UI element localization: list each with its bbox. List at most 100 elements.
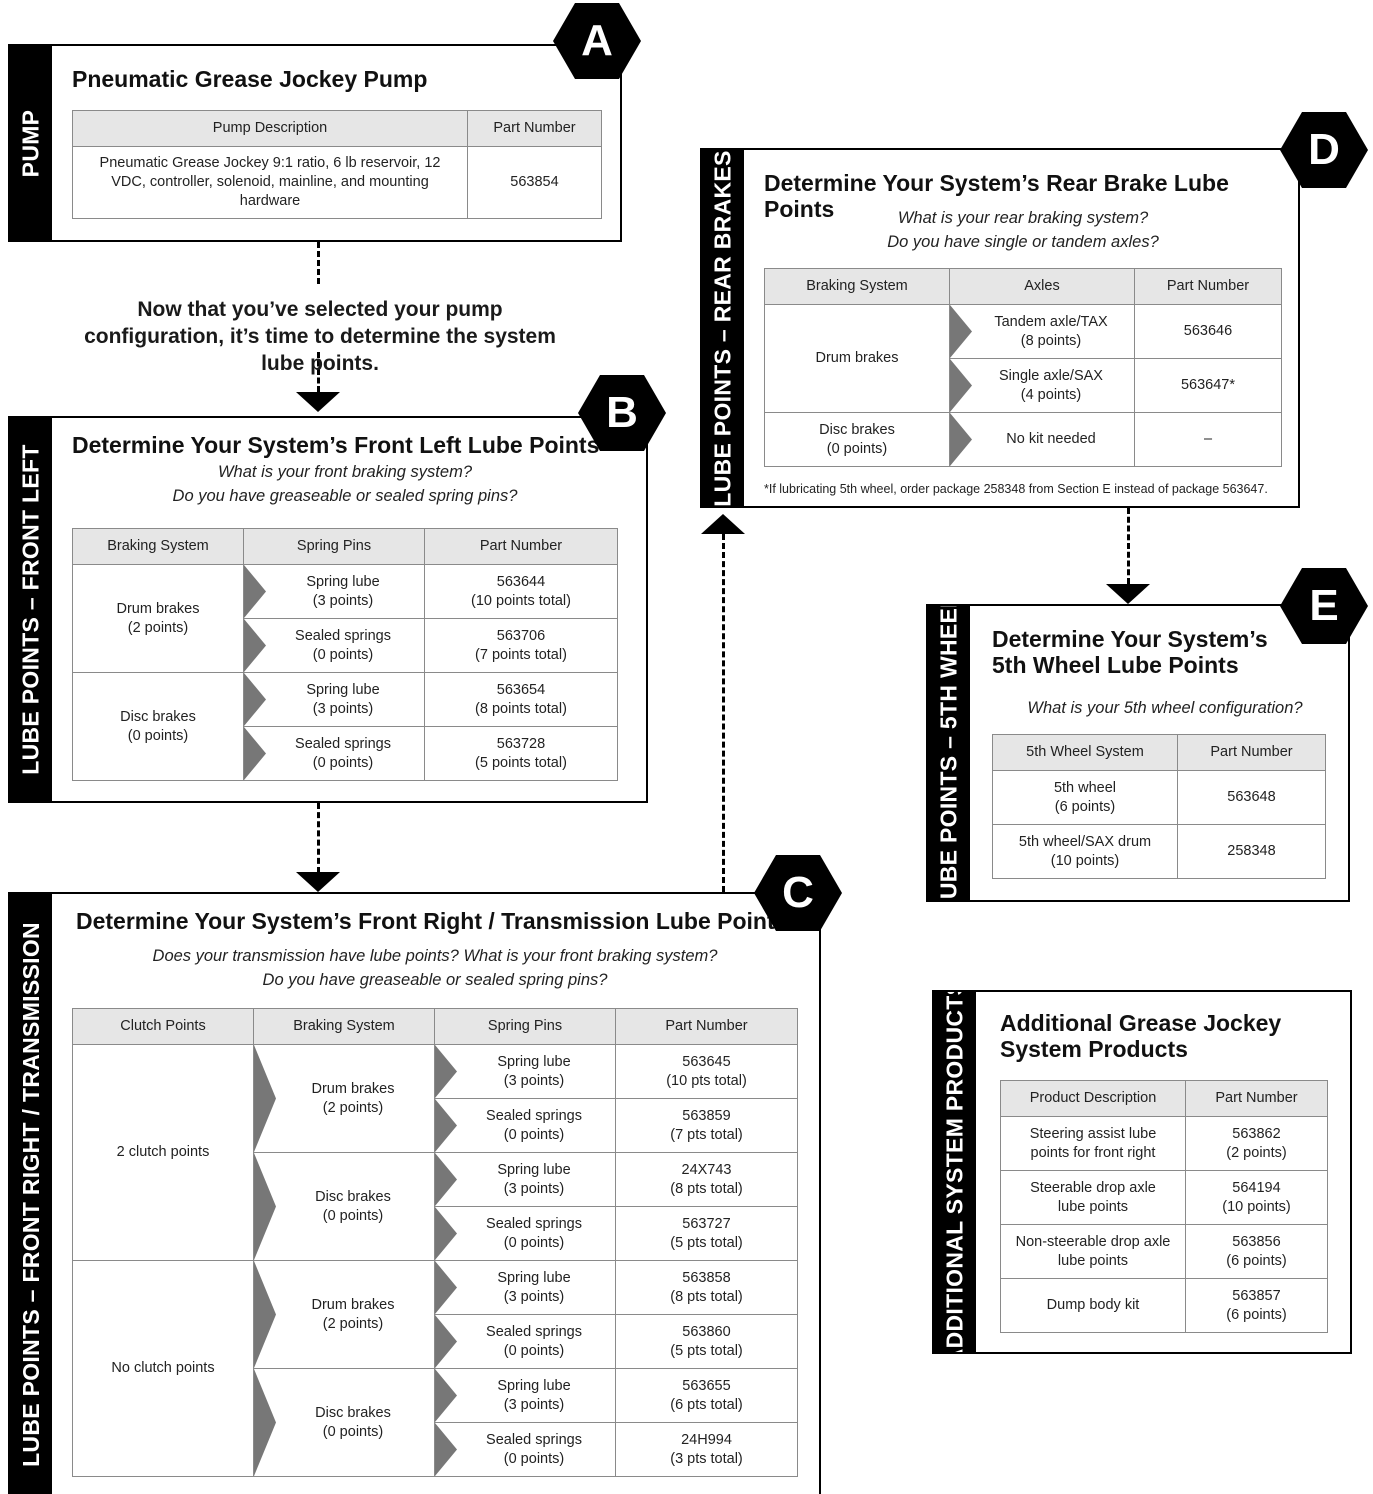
col-header: Product Description [1000, 1080, 1186, 1117]
panel-additional-products: ADDITIONAL SYSTEM PRODUCTS Additional Gr… [932, 990, 1352, 1354]
table-row: Disc brakes (0 points)Spring lube (3 poi… [72, 672, 618, 781]
col-header: Part Number [1134, 268, 1282, 305]
table-cell: 24H994 (3 pts total) [615, 1422, 798, 1477]
arrow-down-icon [296, 872, 340, 892]
side-label-front-right: LUBE POINTS – FRONT RIGHT / TRANSMISSION [10, 894, 52, 1494]
text-line: What is your rear braking system? [897, 209, 1149, 227]
table-row: Drum brakes (2 points)Spring lube (3 poi… [72, 564, 618, 673]
table-cell: Disc brakes (0 points) [253, 1368, 435, 1477]
text-line: LUBE POINTS – FRONT RIGHT / TRANSMISSION [17, 921, 44, 1467]
side-label-rear-brakes: LUBE POINTS – REAR BRAKES [702, 150, 744, 506]
col-header: Part Number [1185, 1080, 1328, 1117]
table-cell: Dump body kit [1000, 1278, 1186, 1333]
table-row: Disc brakes (0 points)No kit needed– [764, 412, 1282, 467]
panel-question: Does your transmission have lube points?… [72, 944, 798, 992]
panel-title: Determine Your System’s Front Left Lube … [72, 432, 600, 458]
panel-front-left: LUBE POINTS – FRONT LEFT Determine Your … [8, 416, 648, 803]
table-cell: 563647* [1134, 358, 1282, 413]
footnote: *If lubricating 5th wheel, order package… [764, 482, 1268, 496]
table-cell: Steerable drop axle lube points [1000, 1170, 1186, 1225]
text-line: LUBE POINTS – FRONT LEFT [17, 444, 44, 775]
col-header: Part Number [424, 528, 618, 565]
table-cell: Sealed springs (0 points) [434, 1314, 616, 1369]
table-cell: 563857 (6 points) [1185, 1278, 1328, 1333]
table-cell: Tandem axle/TAX (8 points) [949, 304, 1135, 359]
table-cell: 563859 (7 pts total) [615, 1098, 798, 1153]
table-cell: Drum brakes [764, 304, 950, 413]
transition-text: Now that you’ve selected your pump confi… [84, 298, 556, 375]
table-row: Disc brakes (0 points)Spring lube (3 poi… [73, 1368, 798, 1477]
panel-front-right-transmission: LUBE POINTS – FRONT RIGHT / TRANSMISSION… [8, 892, 821, 1494]
table-row: 5th wheel/SAX drum (10 points)258348 [992, 824, 1326, 879]
side-label-pump: PUMP [10, 46, 52, 240]
table-cell: 563860 (5 pts total) [615, 1314, 798, 1369]
connector-c-d [722, 534, 725, 892]
part-number: 563854 [467, 146, 602, 219]
table-cell: Spring lube (3 points) [243, 564, 425, 619]
table-cell: Spring lube (3 points) [434, 1044, 616, 1099]
table-cell: 563862 (2 points) [1185, 1116, 1328, 1171]
text-line: Do you have greaseable or sealed spring … [172, 487, 518, 505]
col-header: Clutch Points [72, 1008, 254, 1045]
table-row: Sealed springs (0 points)563706 (7 point… [73, 618, 618, 673]
table-cell: – [1134, 412, 1282, 467]
table-cell: 563645 (10 pts total) [615, 1044, 798, 1099]
table-row: 5th wheel (6 points)563648 [992, 770, 1326, 825]
table-cell: Sealed springs (0 points) [434, 1098, 616, 1153]
arrow-up-icon [701, 514, 745, 534]
table-cell: Non-steerable drop axle lube points [1000, 1224, 1186, 1279]
panel-title: Additional Grease Jockey System Products [1000, 1010, 1282, 1062]
table-row: Sealed springs (0 points)563859 (7 pts t… [73, 1098, 798, 1153]
table-cell: Sealed springs (0 points) [243, 726, 425, 781]
table-row: Steering assist lube points for front ri… [1000, 1116, 1328, 1171]
table-row: Sealed springs (0 points)563860 (5 pts t… [73, 1314, 798, 1369]
col-header: Part Number [467, 110, 602, 147]
table-cell: 563856 (6 points) [1185, 1224, 1328, 1279]
connector-a-b-lower [317, 352, 320, 392]
table-row: Pneumatic Grease Jockey 9:1 ratio, 6 lb … [72, 146, 602, 219]
col-header: Axles [949, 268, 1135, 305]
col-header: Braking System [253, 1008, 435, 1045]
table-cell: 563728 (5 points total) [424, 726, 618, 781]
table-cell: 563858 (8 pts total) [615, 1260, 798, 1315]
col-header: 5th Wheel System [992, 734, 1178, 771]
text-line: What is your front braking system? [217, 463, 472, 481]
table-row: Disc brakes (0 points)Spring lube (3 poi… [73, 1152, 798, 1261]
table-cell: 563644 (10 points total) [424, 564, 618, 619]
table-cell: Disc brakes (0 points) [253, 1152, 435, 1261]
table-row: Sealed springs (0 points)24H994 (3 pts t… [73, 1422, 798, 1477]
table-cell: Spring lube (3 points) [434, 1152, 616, 1207]
table-cell: Sealed springs (0 points) [434, 1206, 616, 1261]
col-header: Braking System [764, 268, 950, 305]
section-badge-b: B [578, 375, 666, 451]
table-cell: 5th wheel (6 points) [992, 770, 1178, 825]
table-cell: Sealed springs (0 points) [243, 618, 425, 673]
col-header: Part Number [615, 1008, 798, 1045]
connector-a-b [317, 242, 320, 284]
panel-pump: PUMP Pneumatic Grease Jockey Pump Pump D… [8, 44, 622, 242]
side-label-front-left: LUBE POINTS – FRONT LEFT [10, 418, 52, 801]
pump-description: Pneumatic Grease Jockey 9:1 ratio, 6 lb … [72, 146, 468, 219]
table-cell: 563727 (5 pts total) [615, 1206, 798, 1261]
text-line: Do you have greaseable or sealed spring … [262, 971, 608, 989]
table-cell: Spring lube (3 points) [434, 1260, 616, 1315]
col-header: Pump Description [72, 110, 468, 147]
panel-title: Determine Your System’s Front Right / Tr… [76, 908, 788, 934]
text-line: LUBE POINTS – 5TH WHEEL [935, 606, 962, 900]
table-cell: 563648 [1177, 770, 1326, 825]
table-cell: Drum brakes (2 points) [253, 1044, 435, 1153]
panel-title: Pneumatic Grease Jockey Pump [72, 66, 428, 92]
col-header: Spring Pins [243, 528, 425, 565]
